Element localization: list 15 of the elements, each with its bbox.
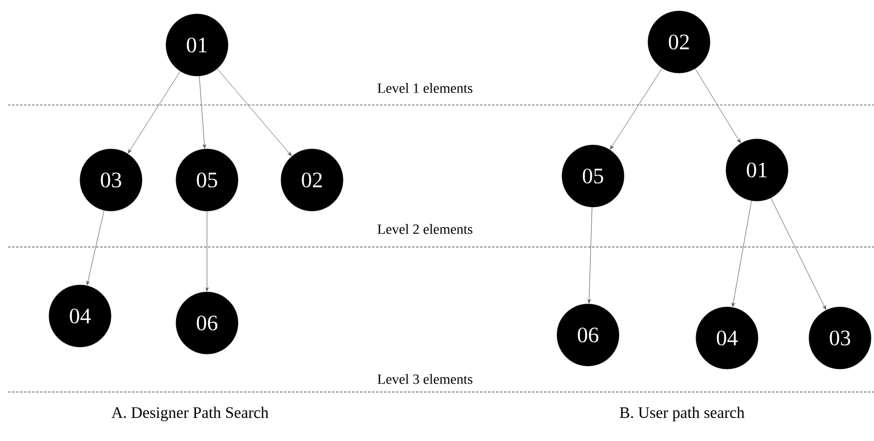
level-label: Level 1 elements [378, 83, 472, 93]
arrow [205, 210, 209, 292]
arrow [86, 210, 104, 286]
arrow [128, 71, 180, 154]
level-label: Level 2 elements [378, 224, 472, 234]
arrow [587, 206, 592, 304]
arrow [695, 68, 741, 144]
arrow [217, 68, 292, 156]
arrow [610, 68, 662, 150]
arrow [770, 198, 826, 310]
panel-caption: B. User path search [620, 406, 744, 422]
level-label: Level 3 elements [378, 374, 472, 384]
panel-caption: A. Designer Path Search [112, 406, 268, 422]
arrow [199, 76, 206, 148]
arrow [732, 200, 752, 307]
